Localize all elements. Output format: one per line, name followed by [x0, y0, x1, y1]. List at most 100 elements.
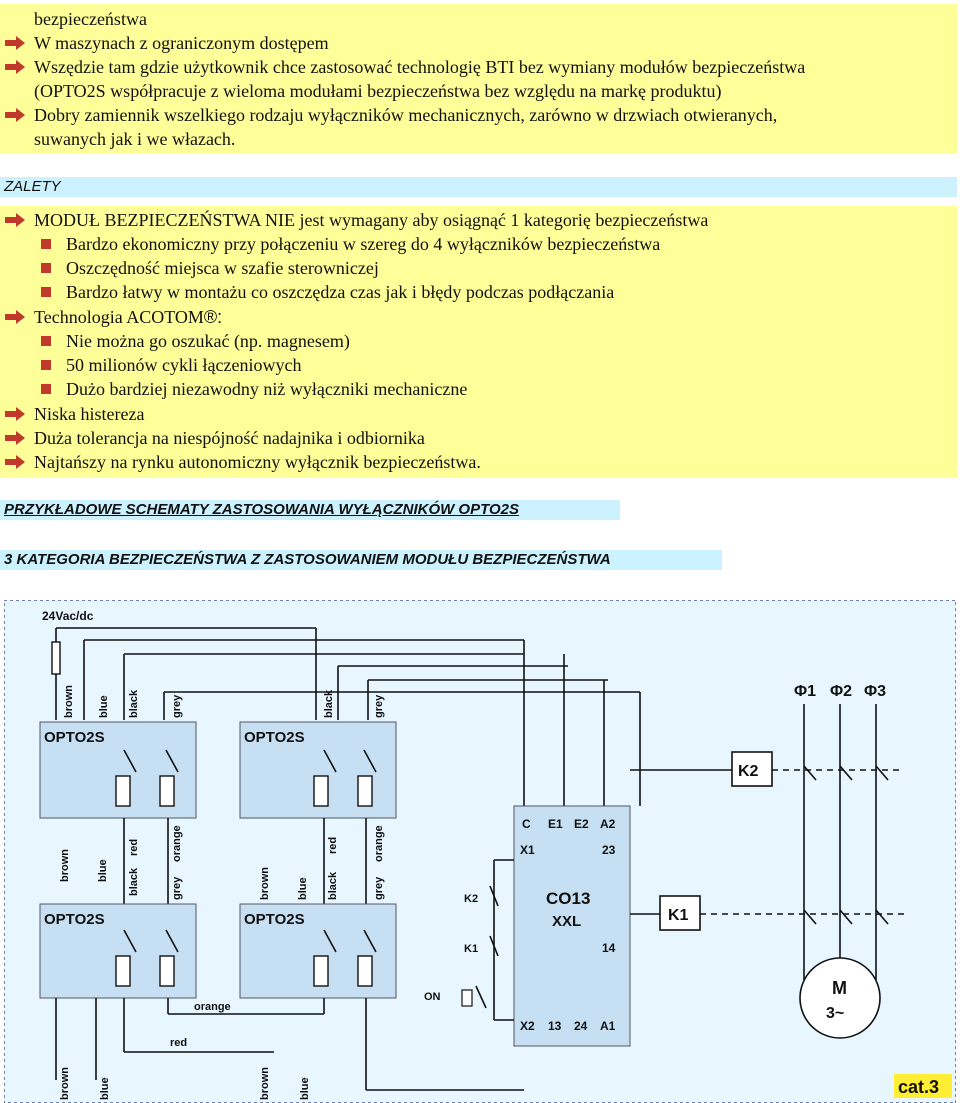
motor-icon: M 3~	[799, 957, 881, 1039]
wire-label-orange: orange	[373, 825, 385, 862]
kategoria-header-bar	[0, 550, 722, 570]
sensor-label: OPTO2S	[244, 911, 305, 928]
zalety-item-2-mark: ®:	[203, 307, 223, 327]
cat-label: cat.3	[898, 1077, 939, 1097]
wire-label-black: black	[128, 689, 140, 718]
module-terminal-a2: A2	[600, 817, 616, 831]
wire-label-brown: brown	[63, 685, 75, 718]
zalety-sub1-2: Oszczędność miejsca w szafie sterownicze…	[66, 258, 379, 278]
wire-label-red: red	[170, 1037, 187, 1049]
phase-label-3: Φ3	[864, 683, 886, 700]
module-terminal-e2: E2	[574, 817, 589, 831]
safety-module: C E1 E2 A2 X1 23 CO13 XXL 14 X2 13 24 A1	[513, 805, 631, 1047]
wire-label-grey: grey	[373, 694, 385, 718]
wire-label-orange: orange	[171, 825, 183, 862]
module-terminal-e1: E1	[548, 817, 563, 831]
schematy-header-bar	[0, 500, 620, 520]
zalety-block	[0, 206, 957, 478]
wire-label-blue: blue	[98, 695, 110, 718]
zalety-item-5: Najtańszy na rynku autonomiczny wyłączni…	[34, 452, 481, 472]
arrow-bullet-icon	[5, 310, 25, 324]
zalety-sub2-1: Nie można go oszukać (np. magnesem)	[66, 331, 350, 351]
intro-bullet-2-cont: (OPTO2S współpracuje z wieloma modułami …	[34, 81, 722, 101]
module-terminal-24: 24	[574, 1019, 588, 1033]
opto2s-sensor-3: OPTO2S	[39, 903, 197, 999]
sensor-label: OPTO2S	[44, 911, 105, 928]
k2-coil-label: K2	[738, 763, 759, 780]
wire-label-brown: brown	[259, 867, 271, 900]
arrow-bullet-icon	[5, 36, 25, 50]
wiring-diagram: 24Vac/dc brown blue black grey black gre…	[4, 600, 956, 1103]
wire-label-black: black	[323, 689, 335, 718]
opto2s-sensor-2: OPTO2S	[239, 721, 397, 819]
k1-contact-label: K1	[464, 943, 478, 955]
square-bullet-icon	[41, 239, 51, 249]
module-variant: XXL	[552, 913, 581, 930]
opto2s-sensor-4: OPTO2S	[239, 903, 397, 999]
cat-badge	[894, 1074, 952, 1098]
wire-label-brown: brown	[59, 1067, 71, 1100]
module-terminal-a1: A1	[600, 1019, 616, 1033]
wire-label-red: red	[128, 839, 140, 856]
wire-label-orange: orange	[194, 1001, 231, 1013]
phase-label-1: Φ1	[794, 683, 816, 700]
square-bullet-icon	[41, 384, 51, 394]
zalety-item-2-text: Technologia ACOTOM	[34, 307, 204, 327]
module-name: CO13	[546, 889, 590, 908]
zalety-item-2: Technologia ACOTOM®:	[34, 306, 222, 328]
module-terminal-c: C	[522, 817, 531, 831]
wire-label-blue: blue	[297, 877, 309, 900]
wire-label-brown: brown	[259, 1067, 271, 1100]
k2-coil	[731, 751, 773, 787]
intro-bullet-1: W maszynach z ograniczonym dostępem	[34, 33, 329, 53]
module-terminal-14: 14	[602, 941, 616, 955]
zalety-sub1-1: Bardzo ekonomiczny przy połączeniu w sze…	[66, 234, 661, 254]
wire-label-blue: blue	[299, 1077, 311, 1100]
square-bullet-icon	[41, 336, 51, 346]
fuse-icon	[51, 641, 61, 675]
wire-label-grey: grey	[171, 694, 183, 718]
intro-title: bezpieczeństwa	[34, 9, 147, 29]
zalety-item-4: Duża tolerancja na niespójność nadajnika…	[34, 428, 425, 448]
arrow-bullet-icon	[5, 407, 25, 421]
square-bullet-icon	[41, 287, 51, 297]
module-terminal-13: 13	[548, 1019, 562, 1033]
intro-block	[0, 4, 957, 154]
supply-label: 24Vac/dc	[42, 609, 94, 623]
wire-label-grey: grey	[373, 876, 385, 900]
wire-label-grey: grey	[171, 876, 183, 900]
k2-contact-label: K2	[464, 893, 478, 905]
opto2s-sensor-1: OPTO2S	[39, 721, 197, 819]
square-bullet-icon	[41, 360, 51, 370]
wire-label-red: red	[327, 837, 339, 854]
diagram-background	[4, 600, 956, 1103]
k1-coil	[659, 895, 701, 931]
wire-label-blue: blue	[97, 859, 109, 882]
arrow-bullet-icon	[5, 108, 25, 122]
on-button-label: ON	[424, 991, 441, 1003]
zalety-sub2-2: 50 milionów cykli łączeniowych	[66, 355, 302, 375]
sensor-label: OPTO2S	[44, 729, 105, 746]
intro-bullet-3: Dobry zamiennik wszelkiego rodzaju wyłąc…	[34, 105, 778, 125]
motor-phase: 3~	[826, 1005, 844, 1022]
module-terminal-x2: X2	[520, 1019, 535, 1033]
arrow-bullet-icon	[5, 60, 25, 74]
sensor-label: OPTO2S	[244, 729, 305, 746]
zalety-header: ZALETY	[4, 178, 61, 195]
kategoria-header: 3 KATEGORIA BEZPIECZEŃSTWA Z ZASTOSOWANI…	[4, 551, 611, 568]
zalety-item-1: MODUŁ BEZPIECZEŃSTWA NIE jest wymagany a…	[34, 210, 709, 230]
motor-label: M	[832, 978, 847, 998]
arrow-bullet-icon	[5, 455, 25, 469]
zalety-sub2-3: Dużo bardziej niezawodny niż wyłączniki …	[66, 379, 468, 399]
schematy-header: PRZYKŁADOWE SCHEMATY ZASTOSOWANIA WYŁĄCZ…	[4, 501, 520, 518]
square-bullet-icon	[41, 263, 51, 273]
intro-bullet-2: Wszędzie tam gdzie użytkownik chce zasto…	[34, 57, 806, 77]
zalety-item-3: Niska histereza	[34, 404, 145, 424]
on-button-icon	[461, 989, 473, 1007]
wire-label-brown: brown	[59, 849, 71, 882]
zalety-sub1-3: Bardzo łatwy w montażu co oszczędza czas…	[66, 282, 615, 302]
intro-bullet-3-cont: suwanych jak i we włazach.	[34, 129, 236, 149]
arrow-bullet-icon	[5, 213, 25, 227]
phase-label-2: Φ2	[830, 683, 852, 700]
zalety-header-bar	[0, 177, 957, 197]
